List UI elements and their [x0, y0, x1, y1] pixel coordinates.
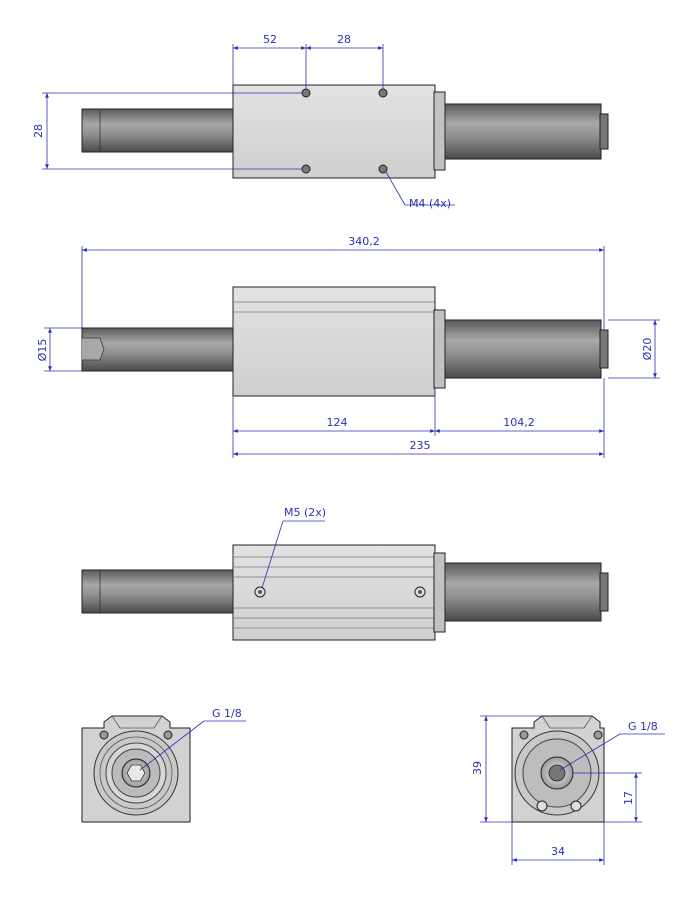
side-view: M5 (2x): [81, 506, 609, 641]
dim-hole-spacing-b: 28: [337, 33, 351, 46]
end-view-left: G 1/8: [81, 707, 246, 823]
dim-end-width: 34: [551, 845, 565, 858]
front-view-key-flat: [82, 337, 105, 361]
callout-m4: M4 (4x): [409, 197, 451, 210]
callout-right-port: G 1/8: [628, 720, 658, 733]
top-view-body: [232, 84, 436, 179]
front-view-left-shaft: [81, 327, 235, 372]
front-view-body-collar: [433, 309, 446, 389]
dim-right-shaft-dia: Ø20: [641, 338, 654, 361]
dim-total-length: 340,2: [348, 235, 380, 248]
front-view-right-shaft: [435, 319, 602, 379]
dim-left-shaft-dia: Ø15: [36, 339, 49, 362]
end-view-right: G 1/8 39 17 34: [471, 715, 665, 865]
top-view-hole: [378, 164, 388, 174]
side-view-left-shaft: [81, 569, 235, 614]
top-view-left-shaft: [81, 108, 235, 153]
front-view-right-shaft-end: [599, 329, 609, 369]
top-view: 52 28 28 M4 (4x): [32, 33, 609, 210]
top-view-hole: [301, 164, 311, 174]
dim-port-height: 17: [622, 791, 635, 805]
callout-m5: M5 (2x): [284, 506, 326, 519]
top-view-right-shaft-end: [599, 113, 609, 150]
front-view: 340,2 Ø15 Ø20 124 104,2 235: [36, 235, 660, 458]
top-view-body-collar: [433, 91, 446, 171]
callout-left-port: G 1/8: [212, 707, 242, 720]
top-view-hole: [378, 88, 388, 98]
top-view-hole: [301, 88, 311, 98]
side-view-right-shaft-end: [599, 572, 609, 612]
dim-body-length: 124: [327, 416, 348, 429]
side-view-body: [232, 544, 436, 641]
front-view-body: [232, 286, 436, 397]
side-view-body-collar: [433, 552, 446, 633]
dim-end-height: 39: [471, 761, 484, 775]
dim-right-extension: 104,2: [503, 416, 535, 429]
dim-hole-spacing-a: 52: [263, 33, 277, 46]
top-view-right-shaft: [435, 103, 602, 160]
dim-top-height: 28: [32, 124, 45, 138]
dim-body-plus-shaft: 235: [410, 439, 431, 452]
side-view-right-shaft: [435, 562, 602, 622]
